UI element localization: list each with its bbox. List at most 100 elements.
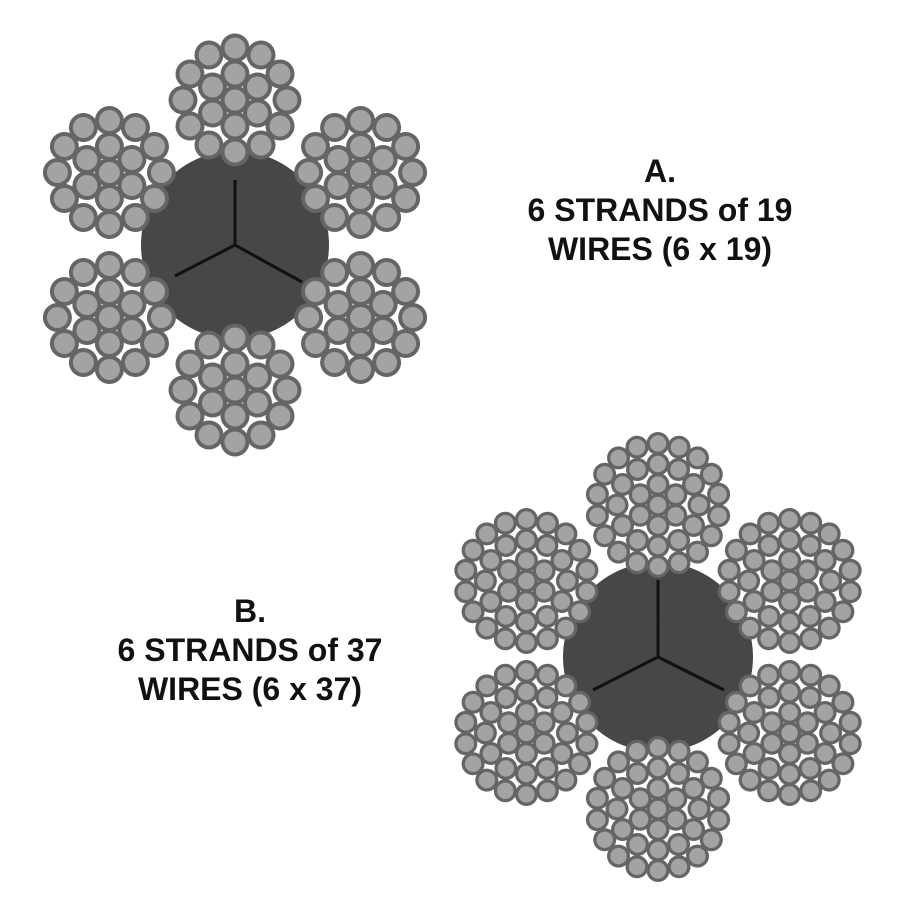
wire: [247, 392, 268, 414]
wire: [497, 782, 514, 799]
wire: [124, 117, 146, 138]
wire: [822, 724, 839, 742]
wire: [500, 735, 517, 752]
wire: [457, 714, 474, 731]
wire: [685, 517, 702, 534]
wire: [76, 149, 98, 170]
wire: [518, 683, 535, 701]
wire: [728, 603, 745, 620]
wire: [535, 583, 553, 600]
wire: [198, 424, 220, 446]
wire: [628, 439, 646, 456]
wire: [834, 755, 852, 772]
wire: [589, 507, 606, 524]
wire: [98, 214, 120, 235]
wire: [98, 281, 120, 302]
wire: [53, 136, 75, 157]
wire: [557, 525, 575, 543]
wire: [250, 134, 272, 156]
wire: [608, 496, 626, 514]
wire: [144, 188, 165, 209]
wire: [535, 562, 553, 579]
wire: [202, 392, 223, 414]
wire: [518, 531, 535, 549]
wire: [224, 431, 246, 453]
caption-line-1: 6 STRANDS of 19: [527, 192, 793, 228]
wire: [763, 735, 781, 752]
wire: [144, 281, 165, 302]
wire: [760, 515, 777, 532]
wire: [497, 537, 515, 554]
wire: [589, 790, 606, 807]
caption-line-2: WIRES (6 x 37): [137, 671, 363, 707]
wire: [816, 704, 834, 721]
core-divider-line: [174, 243, 236, 278]
wire: [614, 476, 631, 493]
wire: [667, 811, 684, 828]
wire: [781, 552, 798, 569]
wire: [834, 694, 852, 711]
wire: [802, 515, 819, 532]
wire: [350, 188, 372, 209]
wire: [269, 405, 291, 427]
wire: [477, 724, 494, 742]
caption-6x19: A. 6 STRANDS of 19 WIRES (6 x 19): [470, 152, 850, 269]
wire: [649, 558, 667, 575]
wire: [578, 562, 596, 579]
wire: [539, 515, 556, 532]
wire: [276, 89, 298, 111]
wire: [350, 214, 372, 235]
wire: [589, 486, 606, 503]
wire: [670, 743, 688, 760]
wire: [202, 366, 223, 388]
wire: [350, 281, 372, 302]
wire: [760, 630, 777, 647]
wire: [395, 188, 417, 209]
wire: [728, 542, 745, 559]
strand: [454, 508, 599, 654]
wire: [247, 76, 268, 98]
wire: [628, 554, 646, 571]
wire: [395, 333, 417, 354]
wire: [372, 294, 394, 315]
wire: [781, 786, 798, 803]
wire: [821, 771, 838, 789]
wire: [538, 689, 556, 706]
wire: [667, 486, 684, 503]
wire: [376, 117, 398, 138]
wire: [72, 262, 94, 283]
wire: [324, 117, 346, 138]
wire: [763, 562, 781, 579]
wire: [628, 858, 646, 875]
wire: [482, 593, 500, 610]
wire: [670, 532, 687, 549]
wire: [478, 677, 495, 695]
wire: [376, 262, 398, 283]
wire: [457, 735, 474, 752]
wire: [350, 136, 372, 157]
wire: [781, 663, 798, 680]
wire: [247, 366, 268, 388]
wire: [685, 780, 702, 797]
wire: [372, 149, 394, 170]
wire: [557, 771, 575, 789]
wire: [763, 714, 781, 731]
wire: [720, 562, 738, 579]
wire: [518, 552, 535, 569]
wire: [781, 765, 798, 783]
wire: [689, 753, 706, 771]
wire: [745, 745, 763, 762]
wire: [649, 496, 667, 514]
wire: [98, 136, 120, 157]
wire: [741, 525, 759, 543]
wire: [670, 858, 688, 875]
wire: [395, 136, 417, 157]
wire: [781, 704, 798, 721]
strand-group: [454, 432, 862, 882]
wire: [741, 771, 759, 789]
wire: [53, 188, 75, 209]
wire: [821, 525, 838, 543]
wire: [150, 307, 172, 328]
wire: [518, 613, 535, 631]
wire: [478, 771, 495, 789]
